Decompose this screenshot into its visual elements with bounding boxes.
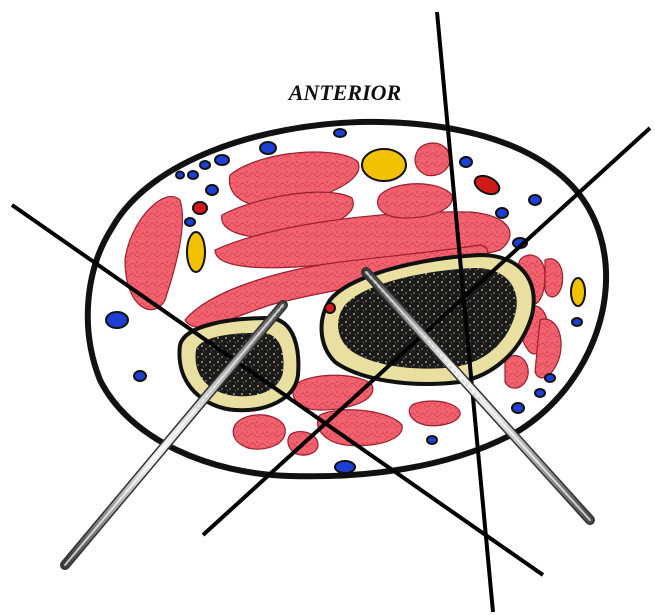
- vein-18: [134, 371, 146, 381]
- vein-7: [206, 185, 218, 195]
- vein-8: [185, 218, 195, 226]
- vein-11: [529, 195, 541, 205]
- vein-16: [512, 403, 524, 413]
- vein-6: [176, 172, 184, 179]
- muscle-right-5: [505, 356, 528, 389]
- vein-13: [572, 318, 582, 326]
- muscle-upper-right-2: [415, 143, 450, 176]
- artery-1: [193, 202, 207, 214]
- vein-4: [200, 161, 210, 169]
- vein-1: [260, 142, 276, 154]
- vein-17: [106, 312, 128, 328]
- nerve-2: [187, 232, 205, 272]
- muscle-lower-5: [409, 401, 460, 426]
- vein-10: [496, 208, 508, 218]
- nerve-3: [571, 278, 585, 306]
- nerve-1: [362, 149, 406, 181]
- artery-3: [325, 303, 335, 313]
- anterior-label: ANTERIOR: [287, 80, 401, 105]
- vein-14: [545, 374, 555, 382]
- vein-19: [427, 436, 437, 444]
- vein-15: [535, 389, 545, 397]
- muscle-lower-3: [233, 415, 285, 449]
- vein-2: [334, 129, 346, 137]
- muscle-right-2: [545, 259, 563, 297]
- vein-20: [335, 461, 355, 473]
- vein-3: [215, 155, 229, 165]
- vein-5: [188, 171, 198, 179]
- vein-9: [460, 157, 472, 167]
